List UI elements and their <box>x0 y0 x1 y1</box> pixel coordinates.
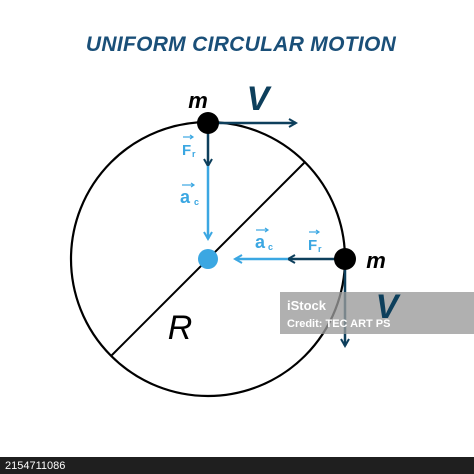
watermark-line2: Credit: TEC ART PS <box>287 318 391 330</box>
watermark: iStock Credit: TEC ART PS <box>280 292 474 334</box>
mass-dot-right <box>334 248 356 270</box>
diagram-title: UNIFORM CIRCULAR MOTION <box>86 33 397 56</box>
svg-text:r: r <box>192 149 196 159</box>
svg-text:c: c <box>268 242 273 252</box>
svg-text:a: a <box>255 232 266 252</box>
acceleration-label-top: a c <box>180 182 199 207</box>
radius-label: R <box>168 309 193 347</box>
mass-dot-top <box>197 112 219 134</box>
velocity-label-right: V <box>376 288 402 326</box>
svg-text:a: a <box>180 187 191 207</box>
svg-text:F: F <box>182 142 191 159</box>
svg-text:F: F <box>308 237 317 254</box>
force-label-right: F r <box>308 229 322 254</box>
svg-text:c: c <box>194 197 199 207</box>
mass-label-right: m <box>366 248 386 273</box>
watermark-line1: iStock <box>287 298 327 313</box>
svg-text:r: r <box>318 244 322 254</box>
mass-label-top: m <box>188 88 208 113</box>
center-point <box>198 249 218 269</box>
footer-bar: 2154711086 <box>0 457 474 474</box>
acceleration-label-right: a c <box>255 227 273 252</box>
footer-image-id: 2154711086 <box>5 460 65 472</box>
velocity-label-top: V <box>247 80 273 118</box>
force-label-top: F r <box>182 134 196 159</box>
